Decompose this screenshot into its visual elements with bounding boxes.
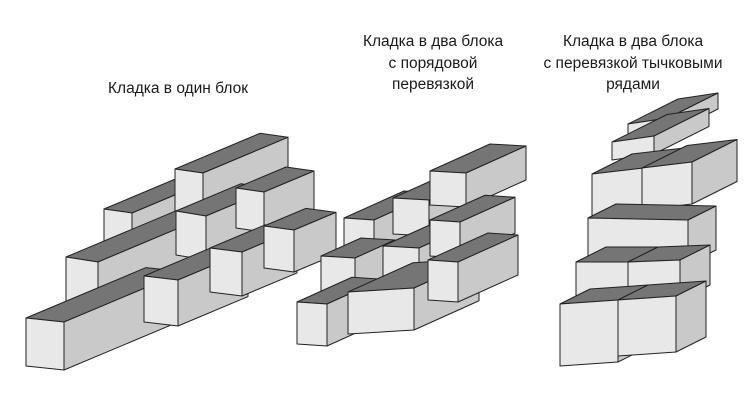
block-front-face xyxy=(429,170,467,208)
double-block-wall-header-bond xyxy=(559,92,738,367)
caption-line: Кладка в два блока xyxy=(362,33,504,50)
block-front-face xyxy=(25,317,65,371)
block-front-face xyxy=(235,187,265,233)
caption-line: рядами xyxy=(606,76,660,93)
block-front-face xyxy=(427,259,459,303)
block-front-face xyxy=(347,287,415,335)
double-block-wall-row-bond xyxy=(296,143,527,347)
block-front-face xyxy=(296,301,328,347)
caption-line: с порядовой xyxy=(388,54,478,72)
caption-single-block: Кладка в один блок xyxy=(60,78,296,100)
caption-line: Кладка в два блока xyxy=(562,33,704,50)
block-front-face xyxy=(143,275,179,327)
block-front-face xyxy=(641,161,693,211)
single-block-wall xyxy=(25,132,337,371)
block-front-face xyxy=(209,247,243,297)
block-front-face xyxy=(559,299,619,367)
caption-line: Кладка в один блок xyxy=(108,80,248,97)
block-front-face xyxy=(617,295,677,357)
caption-line: перевязкой xyxy=(391,76,475,93)
caption-line: с перевязкой тычковыми xyxy=(543,54,723,72)
block-front-face xyxy=(263,225,295,273)
caption-double-block-row-bond: Кладка в два блока с порядовой перевязко… xyxy=(318,31,548,96)
caption-double-block-header-bond: Кладка в два блока с перевязкой тычковым… xyxy=(520,31,746,96)
